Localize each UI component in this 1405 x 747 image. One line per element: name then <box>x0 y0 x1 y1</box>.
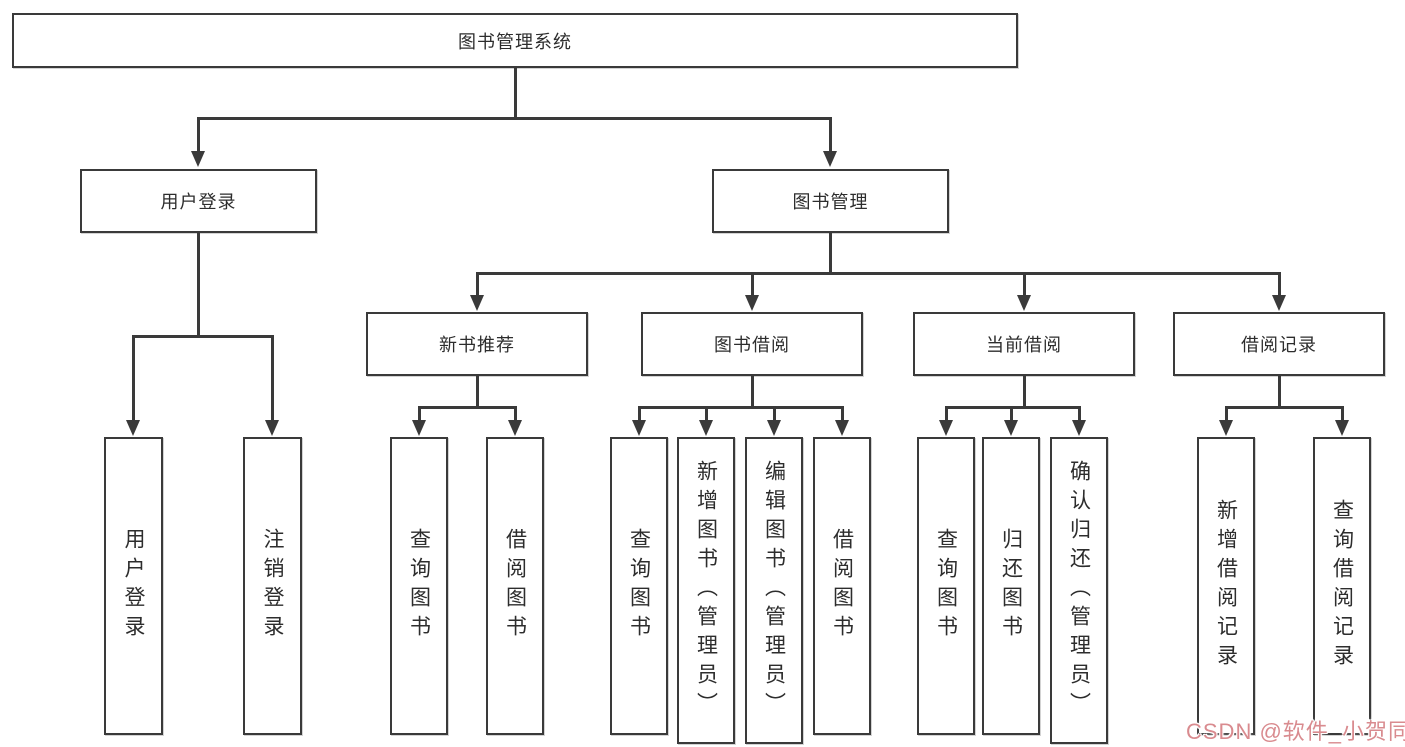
connector-arrowhead-icon <box>1072 420 1086 436</box>
connector-line <box>638 406 844 409</box>
leaf-recommend-borrow-book-label: 借阅图书 <box>503 528 527 644</box>
node-user-login-label: 用户登录 <box>160 192 237 212</box>
leaf-logout-login: 注销登录 <box>243 437 302 735</box>
leaf-current-return-book: 归还图书 <box>982 437 1040 735</box>
connector-arrowhead-icon <box>1219 420 1233 436</box>
connector-line <box>197 233 200 338</box>
watermark-text: CSDN @软件_小贺同学 <box>1186 719 1405 744</box>
connector-arrowhead-icon <box>1335 420 1349 436</box>
connector-arrowhead-icon <box>1004 420 1018 436</box>
connector-line <box>1278 376 1281 408</box>
leaf-current-query-book-label: 查询图书 <box>934 528 958 644</box>
connector-line <box>705 406 708 423</box>
connector-arrowhead-icon <box>191 151 205 167</box>
connector-line <box>1078 406 1081 423</box>
node-book-borrowing-label: 图书借阅 <box>714 335 790 355</box>
connector-line <box>476 272 479 298</box>
leaf-current-query-book: 查询图书 <box>917 437 975 735</box>
leaf-borrowing-query-book: 查询图书 <box>610 437 668 735</box>
connector-arrowhead-icon <box>632 420 646 436</box>
node-borrowing-records-label: 借阅记录 <box>1241 335 1317 355</box>
leaf-records-query-record-label: 查询借阅记录 <box>1330 499 1354 673</box>
connector-line <box>132 335 274 338</box>
connector-line <box>841 406 844 423</box>
connector-line <box>751 272 754 298</box>
connector-arrowhead-icon <box>835 420 849 436</box>
connector-arrowhead-icon <box>699 420 713 436</box>
leaf-recommend-query-book: 查询图书 <box>390 437 448 735</box>
node-user-login: 用户登录 <box>80 169 317 233</box>
leaf-borrowing-borrow-book: 借阅图书 <box>813 437 871 735</box>
connector-line <box>514 68 517 120</box>
connector-line <box>271 335 274 424</box>
connector-arrowhead-icon <box>767 420 781 436</box>
connector-arrowhead-icon <box>412 420 426 436</box>
connector-line <box>476 376 479 408</box>
connector-line <box>829 233 832 275</box>
leaf-borrowing-query-book-label: 查询图书 <box>627 528 651 644</box>
connector-line <box>1278 272 1281 298</box>
connector-line <box>514 406 517 423</box>
connector-line <box>418 406 421 423</box>
node-new-book-recommend: 新书推荐 <box>366 312 588 376</box>
leaf-borrowing-edit-book-admin: 编辑图书（管理员） <box>745 437 803 744</box>
connector-line <box>132 335 135 424</box>
connector-line <box>945 406 948 423</box>
leaf-records-add-record-label: 新增借阅记录 <box>1214 499 1238 673</box>
connector-line <box>1023 272 1026 298</box>
connector-arrowhead-icon <box>823 151 837 167</box>
connector-line <box>1341 406 1344 423</box>
connector-line <box>418 406 517 409</box>
connector-line <box>829 117 832 154</box>
leaf-current-confirm-return-admin: 确认归还（管理员） <box>1050 437 1108 744</box>
node-current-borrowing: 当前借阅 <box>913 312 1135 376</box>
connector-line <box>638 406 641 423</box>
connector-arrowhead-icon <box>470 295 484 311</box>
connector-line <box>197 117 832 120</box>
connector-line <box>476 272 1281 275</box>
node-root: 图书管理系统 <box>12 13 1018 68</box>
node-borrowing-records: 借阅记录 <box>1173 312 1385 376</box>
connector-arrowhead-icon <box>126 420 140 436</box>
connector-arrowhead-icon <box>1017 295 1031 311</box>
connector-line <box>1225 406 1228 423</box>
leaf-records-add-record: 新增借阅记录 <box>1197 437 1255 735</box>
connector-line <box>197 117 200 154</box>
leaf-user-login: 用户登录 <box>104 437 163 735</box>
connector-arrowhead-icon <box>508 420 522 436</box>
node-book-management-label: 图书管理 <box>792 192 869 212</box>
node-book-borrowing: 图书借阅 <box>641 312 863 376</box>
connector-arrowhead-icon <box>939 420 953 436</box>
connector-line <box>751 376 754 408</box>
leaf-borrowing-add-book-admin-label: 新增图书（管理员） <box>694 460 718 721</box>
connector-line <box>945 406 1081 409</box>
leaf-recommend-borrow-book: 借阅图书 <box>486 437 544 735</box>
connector-arrowhead-icon <box>265 420 279 436</box>
leaf-borrowing-add-book-admin: 新增图书（管理员） <box>677 437 735 744</box>
node-new-book-recommend-label: 新书推荐 <box>439 335 515 355</box>
leaf-borrowing-borrow-book-label: 借阅图书 <box>830 528 854 644</box>
node-book-management: 图书管理 <box>712 169 949 233</box>
leaf-logout-login-label: 注销登录 <box>261 528 284 644</box>
leaf-current-return-book-label: 归还图书 <box>999 528 1023 644</box>
node-root-label: 图书管理系统 <box>458 31 572 52</box>
node-current-borrowing-label: 当前借阅 <box>986 335 1062 355</box>
leaf-current-confirm-return-admin-label: 确认归还（管理员） <box>1067 460 1091 721</box>
leaf-records-query-record: 查询借阅记录 <box>1313 437 1371 735</box>
connector-line <box>1023 376 1026 408</box>
leaf-recommend-query-book-label: 查询图书 <box>407 528 431 644</box>
connector-line <box>773 406 776 423</box>
leaf-user-login-label: 用户登录 <box>122 528 145 644</box>
connector-line <box>1010 406 1013 423</box>
connector-arrowhead-icon <box>1272 295 1286 311</box>
leaf-borrowing-edit-book-admin-label: 编辑图书（管理员） <box>762 460 786 721</box>
connector-line <box>1225 406 1344 409</box>
connector-arrowhead-icon <box>745 295 759 311</box>
